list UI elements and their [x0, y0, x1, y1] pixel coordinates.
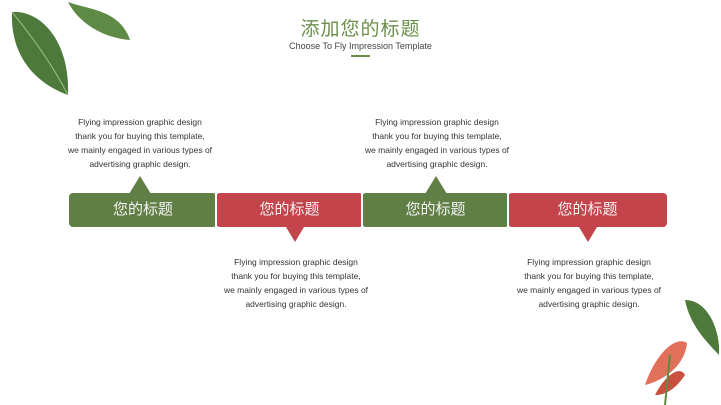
- pointer-up-3: [425, 176, 447, 194]
- desc-line: we mainly engaged in various types of: [67, 145, 213, 155]
- leaf-decoration-icon: [11, 2, 130, 96]
- divider: [215, 193, 217, 227]
- desc-line: advertising graphic design.: [538, 299, 640, 309]
- timeline-step-3: 您的标题: [362, 193, 509, 227]
- item-1-description: Flying impression graphic design thank yo…: [55, 115, 225, 171]
- desc-line: thank you for buying this template,: [524, 271, 654, 281]
- desc-line: advertising graphic design.: [89, 159, 191, 169]
- desc-line: we mainly engaged in various types of: [516, 285, 662, 295]
- pointer-up-1: [129, 176, 151, 194]
- step-label: 您的标题: [557, 200, 618, 218]
- divider: [361, 193, 363, 227]
- item-2-description: Flying impression graphic design thank yo…: [211, 255, 381, 311]
- title-underline: [351, 55, 370, 57]
- desc-line: thank you for buying this template,: [231, 271, 361, 281]
- step-label: 您的标题: [259, 200, 320, 218]
- timeline-step-1: 您的标题: [69, 193, 217, 227]
- timeline-step-2: 您的标题: [216, 193, 363, 227]
- desc-line: thank you for buying this template,: [75, 131, 205, 141]
- page-title: 添加您的标题: [300, 18, 421, 40]
- pointer-down-2: [286, 227, 304, 242]
- divider: [507, 193, 509, 227]
- item-4-description: Flying impression graphic design thank yo…: [504, 255, 674, 311]
- desc-line: Flying impression graphic design: [527, 257, 651, 267]
- desc-line: Flying impression graphic design: [234, 257, 358, 267]
- step-label: 您的标题: [113, 200, 173, 218]
- desc-line: Flying impression graphic design: [78, 117, 202, 127]
- timeline-step-4: 您的标题: [508, 193, 667, 227]
- step-label: 您的标题: [405, 200, 466, 218]
- item-3-description: Flying impression graphic design thank yo…: [352, 115, 522, 171]
- desc-line: thank you for buying this template,: [372, 131, 502, 141]
- desc-line: advertising graphic design.: [245, 299, 347, 309]
- flower-decoration-icon: [645, 300, 720, 405]
- desc-line: Flying impression graphic design: [375, 117, 499, 127]
- page-subtitle: Choose To Fly Impression Template: [289, 41, 432, 51]
- pointer-down-4: [579, 227, 597, 242]
- desc-line: advertising graphic design.: [386, 159, 488, 169]
- desc-line: we mainly engaged in various types of: [364, 145, 510, 155]
- desc-line: we mainly engaged in various types of: [223, 285, 369, 295]
